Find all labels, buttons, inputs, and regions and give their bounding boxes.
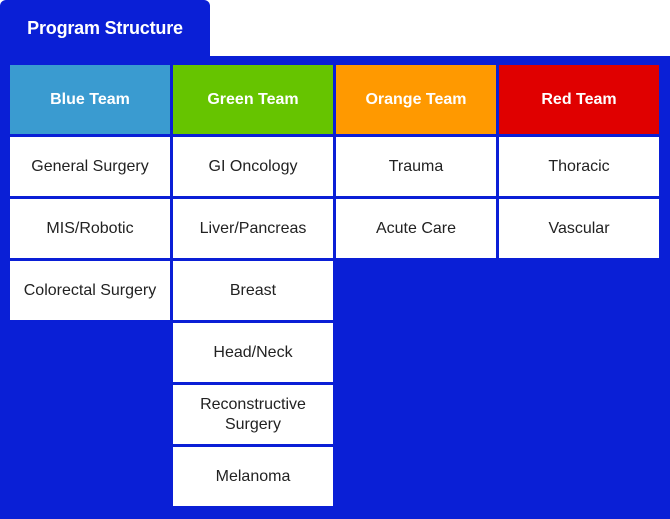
structure-panel: Blue Team General Surgery MIS/Robotic Co… [0, 56, 670, 519]
item-breast: Breast [173, 261, 333, 320]
item-thoracic: Thoracic [499, 137, 659, 196]
item-melanoma: Melanoma [173, 447, 333, 506]
column-orange-team: Orange Team Trauma Acute Care [336, 65, 496, 506]
item-liver-pancreas: Liver/Pancreas [173, 199, 333, 258]
team-grid: Blue Team General Surgery MIS/Robotic Co… [10, 65, 659, 506]
column-green-team: Green Team GI Oncology Liver/Pancreas Br… [173, 65, 333, 506]
column-red-team: Red Team Thoracic Vascular [499, 65, 659, 506]
item-reconstructive-surgery: Reconstructive Surgery [173, 385, 333, 444]
program-structure-tab: Program Structure [0, 0, 210, 56]
header-red-team: Red Team [499, 65, 659, 134]
item-trauma: Trauma [336, 137, 496, 196]
column-blue-team: Blue Team General Surgery MIS/Robotic Co… [10, 65, 170, 506]
item-gi-oncology: GI Oncology [173, 137, 333, 196]
item-mis-robotic: MIS/Robotic [10, 199, 170, 258]
item-acute-care: Acute Care [336, 199, 496, 258]
header-orange-team: Orange Team [336, 65, 496, 134]
header-green-team: Green Team [173, 65, 333, 134]
header-blue-team: Blue Team [10, 65, 170, 134]
item-colorectal-surgery: Colorectal Surgery [10, 261, 170, 320]
item-head-neck: Head/Neck [173, 323, 333, 382]
item-vascular: Vascular [499, 199, 659, 258]
item-general-surgery: General Surgery [10, 137, 170, 196]
